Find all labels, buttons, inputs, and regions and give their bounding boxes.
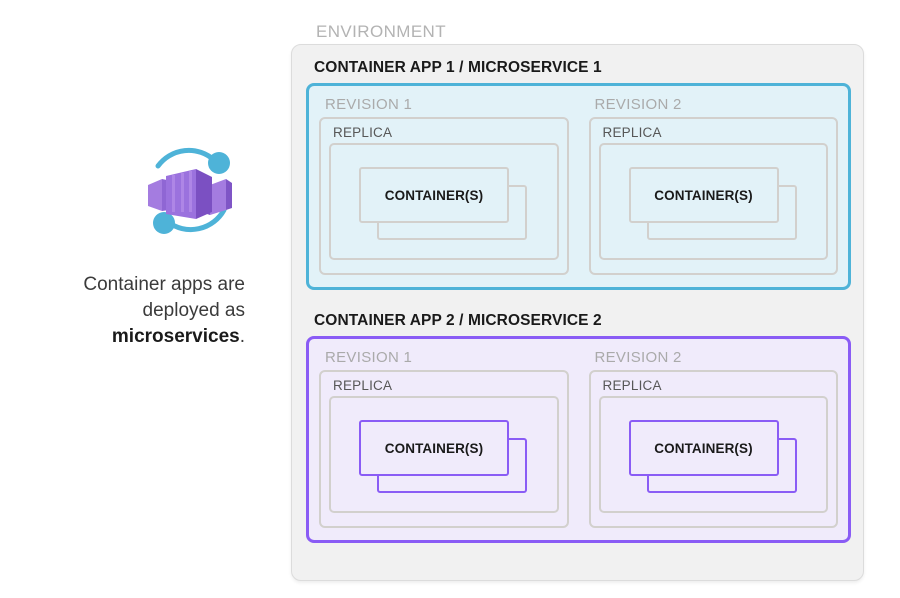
app1-revision-2-label: REVISION 2 <box>594 96 682 113</box>
app2-revision-2: REVISION 2 REPLICA CONTAINER(S) <box>579 339 849 540</box>
azure-container-apps-icon <box>136 138 244 246</box>
app2-revision-2-label: REVISION 2 <box>594 349 682 366</box>
app1-revision-1: REVISION 1 REPLICA CONTAINER(S) <box>309 86 579 287</box>
caption-period: . <box>239 326 245 347</box>
app1-revision-2: REVISION 2 REPLICA CONTAINER(S) <box>579 86 849 287</box>
app1-revision-2-container-stack: CONTAINER(S) <box>628 167 797 243</box>
container-label: CONTAINER(S) <box>654 440 753 456</box>
app2-revision-1-replica: REPLICA CONTAINER(S) <box>319 370 569 528</box>
environment-label: ENVIRONMENT <box>316 22 447 41</box>
container-box-front: CONTAINER(S) <box>628 420 779 476</box>
app2-revision-2-container-host: CONTAINER(S) <box>598 396 828 513</box>
container-app-1-body: REVISION 1 REPLICA CONTAINER(S) REVISION <box>306 83 851 290</box>
container-label: CONTAINER(S) <box>384 187 484 203</box>
app1-revision-1-container-host: CONTAINER(S) <box>329 143 559 260</box>
left-caption-panel: Container apps are deployed as microserv… <box>0 0 280 598</box>
container-app-1-title: CONTAINER APP 1 / MICROSERVICE 1 <box>314 59 602 76</box>
container-box-front: CONTAINER(S) <box>359 420 509 476</box>
app1-revision-2-container-host: CONTAINER(S) <box>598 143 828 260</box>
container-app-group-2: CONTAINER APP 2 / MICROSERVICE 2 REVISIO… <box>306 312 851 543</box>
app2-revision-1-label: REVISION 1 <box>325 349 413 366</box>
app2-revision-2-replica-label: REPLICA <box>602 378 662 393</box>
container-app-2-body: REVISION 1 REPLICA CONTAINER(S) REVISION <box>306 336 851 543</box>
app2-revision-1-container-host: CONTAINER(S) <box>329 396 559 513</box>
container-box-front: CONTAINER(S) <box>628 167 779 223</box>
caption-line-2: deployed as <box>142 300 245 321</box>
app2-revision-2-replica: REPLICA CONTAINER(S) <box>588 370 838 528</box>
app1-revision-1-label: REVISION 1 <box>325 96 413 113</box>
app1-revision-2-replica: REPLICA CONTAINER(S) <box>588 117 838 275</box>
caption-emphasis: microservices <box>111 326 240 347</box>
app1-revision-1-replica: REPLICA CONTAINER(S) <box>319 117 569 275</box>
container-label: CONTAINER(S) <box>384 440 484 456</box>
app2-revision-1: REVISION 1 REPLICA CONTAINER(S) <box>309 339 579 540</box>
caption-text: Container apps are deployed as microserv… <box>20 272 245 350</box>
container-app-group-1: CONTAINER APP 1 / MICROSERVICE 1 REVISIO… <box>306 59 851 290</box>
app2-revision-1-container-stack: CONTAINER(S) <box>359 420 527 496</box>
app1-revision-1-container-stack: CONTAINER(S) <box>359 167 527 243</box>
app1-revision-2-replica-label: REPLICA <box>602 125 662 140</box>
container-label: CONTAINER(S) <box>654 187 753 203</box>
app2-revision-1-replica-label: REPLICA <box>333 378 393 393</box>
container-box-front: CONTAINER(S) <box>359 167 509 223</box>
app1-revision-1-replica-label: REPLICA <box>333 125 393 140</box>
container-app-2-title: CONTAINER APP 2 / MICROSERVICE 2 <box>314 312 602 329</box>
environment-box: CONTAINER APP 1 / MICROSERVICE 1 REVISIO… <box>291 44 864 581</box>
app2-revision-2-container-stack: CONTAINER(S) <box>628 420 797 496</box>
caption-line-1: Container apps are <box>83 274 245 295</box>
